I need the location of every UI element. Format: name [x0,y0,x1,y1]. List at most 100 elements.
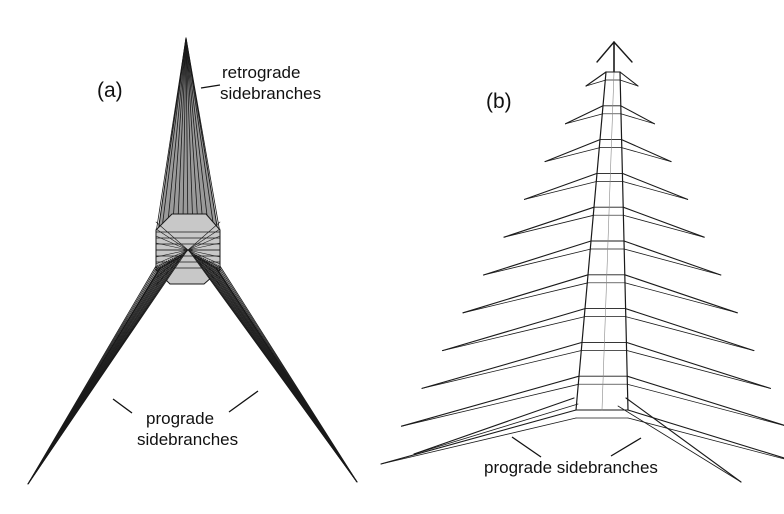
junction-ray [187,228,221,251]
prograde-label-line2: sidebranches [137,430,238,449]
junction-ray [187,249,221,265]
junction-ray [155,249,189,272]
sidebranch-right-lower [620,113,655,125]
sidebranch-left-lower [462,282,589,314]
sidebranch-right-lower [624,282,738,314]
sidebranch-right [624,274,738,314]
junction-ray [155,249,189,279]
junction-ray [187,249,221,279]
panel-b-prograde-label: prograde sidebranches [484,458,658,477]
retrograde-label-line2: sidebranches [220,84,321,103]
sidebranch-left-lower [401,383,580,427]
sidebranch-right [622,206,705,238]
retrograde-spike-line [185,37,200,237]
retrograde-spike-line [166,37,187,236]
sidebranch-right-lower [622,214,705,238]
retrograde-spike-line [176,37,187,237]
sidebranch-right [621,139,672,163]
sidebranch-right [625,341,771,389]
retrograde-spike-line [185,37,216,235]
prograde-pointer-line-left [112,398,133,414]
retrograde-pointer-line [200,84,221,89]
junction-ray [155,249,189,286]
sidebranch-left [564,105,604,125]
sidebranch-right-lower [622,180,688,200]
sidebranch-right-lower [626,349,771,389]
sidebranch-right [626,375,784,426]
sidebranch-left [421,341,583,389]
panel-a-label: (a) [97,79,123,102]
sidebranch-left [585,71,607,87]
sidebranch-right [619,71,639,87]
junction-ray [187,249,221,258]
junction-ray [187,249,221,272]
sidebranch-left-lower [565,113,604,125]
sidebranch-left-lower [483,248,592,276]
sidebranch-right [621,172,689,200]
retrograde-spike-line [185,37,221,234]
panel-a-sidebranch-lines [27,37,358,485]
retrograde-spike-line [171,37,187,236]
prograde-pointer-line-b-left [511,436,542,458]
sidebranch-right-lower [623,248,722,276]
sidebranch-right [625,308,755,352]
sidebranch-right [620,105,656,125]
junction-ray [155,235,189,251]
junction-ray [187,249,221,286]
sidebranch-right-lower [619,79,639,87]
sidebranch-left [380,409,577,465]
sidebranch-right-lower [626,383,784,426]
retrograde-spike-line [182,37,187,238]
trunk-edge-left [575,71,607,411]
bottom-branch-left [413,397,575,455]
junction-ray [187,221,221,251]
sidebranch-right-lower [625,316,755,352]
tip-branch-right [613,41,633,63]
panel-a-diagram: (a) retrograde sidebranches prograde sid… [27,37,358,485]
sidebranch-left [544,139,601,163]
sidebranch-left [441,308,586,352]
panel-b-label: (b) [486,90,512,113]
bottom-branch-right-inner [617,405,742,483]
sidebranch-left-lower [524,180,598,200]
panel-b-diagram: (b) prograde sidebranches [380,41,784,483]
retrograde-spike-line [185,37,210,236]
sidebranch-left [523,172,598,200]
sidebranch-left-lower [380,417,577,465]
bottom-branch-right [625,397,742,483]
junction-ray [155,249,189,258]
retrograde-label-line1: retrograde [222,63,300,82]
sidebranch-left [400,375,580,427]
sidebranch-left-lower [421,349,583,389]
trunk-centre-line [601,71,615,411]
junction-ray [155,249,189,265]
sidebranch-left-lower [442,316,586,352]
junction-ray [155,242,189,251]
prograde-label-line1: prograde [146,409,214,428]
retrograde-spike-line [185,37,194,238]
sidebranch-right-lower [627,417,784,460]
trunk-edge-right [619,71,629,411]
junction-ray [187,235,221,251]
sidebranch-left [503,206,595,238]
retrograde-spike-line [155,37,187,234]
prograde-pointer-line-b-right [610,437,642,457]
prograde-arm-left-line [27,265,157,485]
junction-ray [187,242,221,251]
sidebranch-right [627,409,784,459]
panel-b-dendrite-lines [380,41,784,483]
retrograde-spike-line [185,37,189,239]
retrograde-spike-line [160,37,187,235]
prograde-pointer-line-right [228,390,259,413]
junction-ray [155,228,189,251]
sidebranch-right [623,240,722,276]
junction-ray [155,221,189,251]
sidebranch-left-lower [585,79,607,87]
tip-branch-left [596,41,615,63]
bottom-branch-left-inner [413,403,579,455]
prograde-arm-right-line [219,265,358,483]
sidebranch-right-lower [621,147,672,163]
retrograde-spike-line [185,37,205,236]
sidebranch-left-lower [503,214,595,238]
